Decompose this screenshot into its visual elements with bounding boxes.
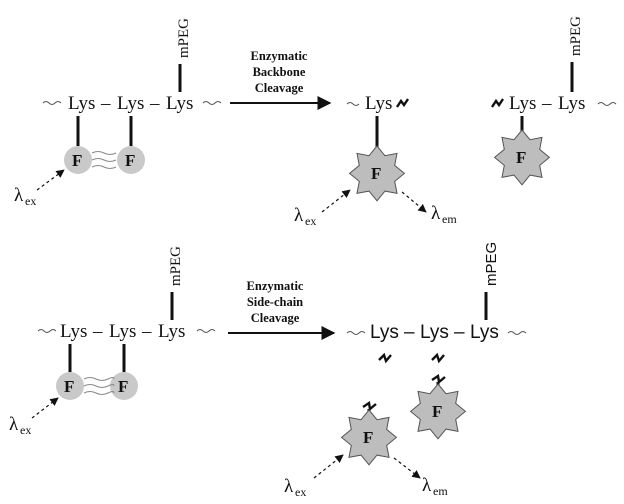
fluor-label: F	[371, 164, 381, 183]
arrow-label-line-2: Side-chain	[247, 295, 303, 309]
cleaved-sidechain-icon	[378, 352, 392, 364]
arrow-label-line-3: Cleavage	[251, 311, 300, 325]
fluor-label: F	[64, 377, 74, 396]
lambda-sub-ex: ex	[20, 423, 31, 437]
lambda-sub-em: em	[433, 484, 448, 498]
chain-wave	[346, 331, 366, 335]
residue-2: Lys	[109, 321, 136, 342]
residue: Lys	[509, 93, 536, 114]
cleaved-sidechain-icon	[431, 352, 445, 364]
backbone-cleavage-arrow: Enzymatic Backbone Cleavage	[230, 49, 332, 110]
chain-wave	[597, 102, 617, 106]
quench-wave	[83, 391, 115, 395]
bond-dash: –	[404, 322, 415, 343]
residue-3: Lys	[470, 322, 499, 343]
cleaved-bond-icon	[491, 98, 504, 108]
chain-wave	[42, 101, 62, 105]
chain-wave	[507, 331, 527, 335]
quench-wave	[91, 165, 117, 169]
bottom-right-product: Lys – Lys – Lys mPEG	[346, 242, 527, 364]
fluor-label: F	[118, 377, 128, 396]
mpeg-label: mPEG	[176, 18, 192, 58]
arrow-label-line-2: Backbone	[253, 65, 306, 79]
quenched-fluorophore	[117, 146, 145, 174]
released-fluorophore-left: F λ ex λ em	[284, 400, 448, 499]
bottom-left-substrate: Lys – Lys – Lys mPEG F F λ ex	[9, 246, 216, 437]
quench-wave	[91, 151, 117, 155]
residue: Lys	[558, 93, 585, 114]
bond-dash: –	[141, 321, 152, 342]
fluor-label: F	[516, 148, 526, 167]
fluor-label: F	[363, 428, 373, 447]
chain-wave	[346, 102, 360, 106]
mpeg-label: mPEG	[568, 16, 584, 56]
residue-2: Lys	[117, 93, 144, 114]
fluor-label: F	[432, 402, 442, 421]
residue-3: Lys	[166, 93, 193, 114]
quench-wave	[91, 158, 117, 162]
bond-dash: –	[454, 322, 465, 343]
top-fragment-1: Lys F λ ex λ em	[294, 93, 457, 228]
top-left-substrate: Lys – Lys – Lys mPEG F F λ ex	[14, 18, 222, 208]
mpeg-label: mPEG	[483, 242, 500, 286]
excitation-arrow	[31, 397, 59, 419]
lambda-sub-ex: ex	[305, 214, 316, 228]
lambda-sub-ex: ex	[295, 485, 306, 499]
top-fragment-2: Lys – Lys mPEG F	[491, 16, 617, 186]
residue-1: Lys	[68, 93, 95, 114]
lambda-symbol: λ	[294, 205, 304, 226]
sidechain-cleavage-arrow: Enzymatic Side-chain Cleavage	[228, 279, 336, 340]
cleaved-bond-icon	[396, 98, 409, 108]
fluor-label: F	[72, 151, 82, 170]
lambda-sub-ex: ex	[25, 194, 36, 208]
arrow-label-line-3: Cleavage	[255, 81, 304, 95]
excitation-arrow	[313, 454, 344, 479]
residue: Lys	[365, 93, 392, 114]
mpeg-label: mPEG	[168, 246, 184, 286]
lambda-symbol: λ	[431, 203, 441, 224]
chain-wave	[202, 101, 222, 105]
active-fluorophore	[493, 129, 551, 186]
cleaved-linker-icon	[362, 400, 377, 412]
residue-3: Lys	[158, 321, 185, 342]
lambda-symbol: λ	[14, 185, 24, 206]
active-fluorophore	[409, 383, 467, 440]
released-fluorophore-right: F	[409, 373, 467, 440]
lambda-sub-em: em	[442, 212, 457, 226]
chain-wave	[37, 329, 57, 333]
active-fluorophore	[348, 145, 406, 202]
residue-2: Lys	[420, 322, 449, 343]
quenched-fluorophore	[110, 372, 138, 400]
active-fluorophore	[340, 409, 398, 466]
residue-1: Lys	[60, 321, 87, 342]
bond-dash: –	[92, 321, 103, 342]
quenched-fluorophore	[56, 372, 84, 400]
quench-wave	[83, 377, 115, 381]
excitation-arrow	[321, 189, 351, 213]
chain-wave	[196, 329, 216, 333]
bond-dash: –	[149, 93, 160, 114]
lambda-symbol: λ	[9, 414, 19, 435]
emission-arrow	[401, 191, 427, 213]
emission-arrow	[393, 457, 421, 479]
cleaved-linker-icon	[431, 373, 446, 385]
bond-dash: –	[541, 93, 552, 114]
lambda-symbol: λ	[422, 475, 432, 496]
arrow-label-line-1: Enzymatic	[251, 49, 308, 63]
bond-dash: –	[100, 93, 111, 114]
fluor-label: F	[125, 151, 135, 170]
excitation-arrow	[36, 169, 65, 191]
residue-1: Lys	[370, 322, 399, 343]
lambda-symbol: λ	[284, 476, 294, 497]
arrow-label-line-1: Enzymatic	[247, 279, 304, 293]
quenched-fluorophore	[64, 146, 92, 174]
quench-wave	[83, 384, 115, 388]
